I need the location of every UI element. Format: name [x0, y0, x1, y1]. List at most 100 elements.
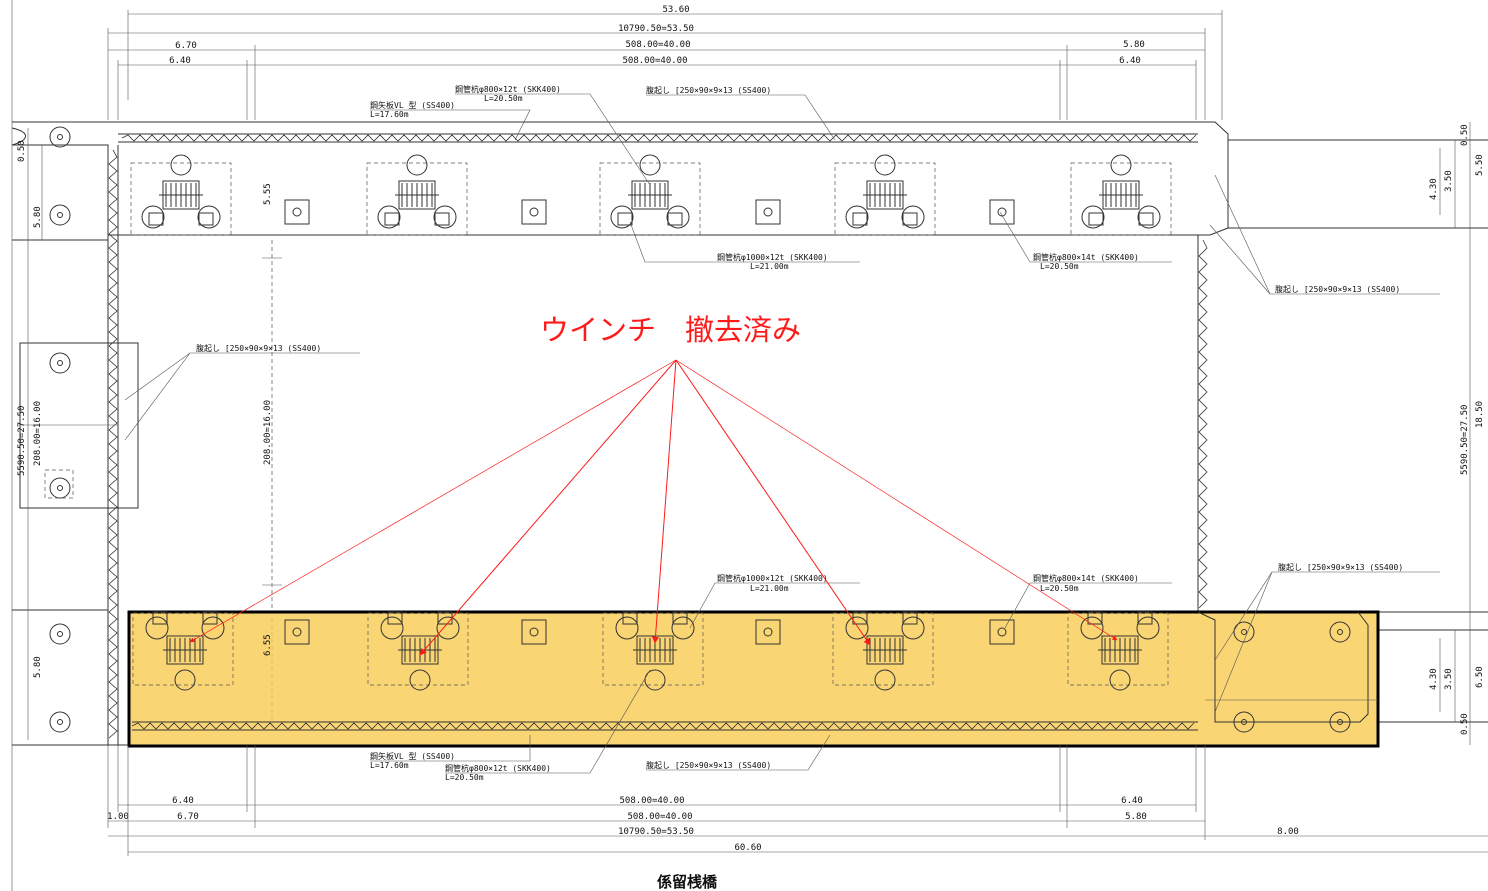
pile-left-5 [49, 623, 71, 645]
dim-r6: 5590.50=27.50 [1460, 405, 1470, 475]
dim-r9: 6.50 [1475, 666, 1485, 688]
pile-bottom-2 [755, 619, 781, 645]
dim-b-span: 10790.50=53.50 [618, 827, 694, 837]
dim-b-left-b: 6.70 [177, 812, 199, 822]
note-pile-low2: 鋼管杭φ800×14t (SKK400) [1033, 573, 1139, 583]
note-pile-low1: 鋼管杭φ1000×12t (SKK400) [717, 573, 828, 583]
dim-inner-v-top: 5.55 [263, 183, 273, 205]
pile-markers [44, 126, 1351, 733]
pile-top-0 [284, 199, 310, 225]
dim-l-mid-b: 208.00=16.00 [33, 401, 43, 466]
dim-span-top: 10790.50=53.50 [618, 24, 694, 34]
dim-l-mid-a: 5590.50=27.50 [17, 406, 27, 476]
winch-top-4 [1070, 154, 1172, 236]
dim-r5: 18.50 [1475, 401, 1485, 428]
dim-b-mid-a: 508.00=40.00 [619, 796, 684, 806]
red-arrow-4 [675, 359, 1118, 641]
drawing-title: 係留桟橋 [657, 873, 718, 891]
pile-left-2 [49, 204, 71, 226]
dim-right-outer-top: 5.80 [1123, 40, 1145, 50]
note-sheet-bottom-len: L=17.60m [370, 761, 409, 770]
note-pile-top-len: L=20.50m [484, 94, 523, 103]
winch-top-0 [130, 154, 232, 236]
dim-l-top-a: 0.50 [17, 140, 27, 162]
dim-r2: 5.50 [1475, 154, 1485, 176]
dim-b-mid-b: 508.00=40.00 [627, 812, 692, 822]
dim-left-inner-top: 6.40 [169, 56, 191, 66]
top-dimensions: 53.60 10790.50=53.50 6.70 508.00=40.00 5… [107, 5, 1223, 120]
note-pile-low2-len: L=20.50m [1040, 584, 1079, 593]
winch-symbols [130, 154, 1172, 691]
dim-r3: 4.30 [1429, 178, 1439, 200]
red-arrow-2 [651, 359, 677, 644]
dim-r7: 4.30 [1429, 668, 1439, 690]
dim-left-outer-top: 6.70 [175, 41, 197, 51]
pile-left-6 [49, 711, 71, 733]
right-dimensions: 0.50 5.50 4.30 3.50 18.50 5590.50=27.50 … [1429, 122, 1485, 745]
red-arrow-3 [675, 359, 871, 646]
highlight-internal [131, 611, 1378, 731]
pile-left-4 [49, 477, 71, 499]
note-wale-right: 腹起し [250×90×9×13 (SS400) [1275, 284, 1400, 294]
pile-bottom-3 [989, 619, 1015, 645]
dim-inner-v-mid: 208.00=16.00 [263, 400, 273, 465]
dim-b-left-a: 6.40 [172, 796, 194, 806]
dim-right-inner-top: 6.40 [1119, 56, 1141, 66]
note-pile-mid2: 鋼管杭φ800×14t (SKK400) [1033, 252, 1139, 262]
note-wale-bottom: 腹起し [250×90×9×13 (SS400) [646, 760, 771, 770]
note-wale-left: 腹起し [250×90×9×13 (SS400) [196, 343, 321, 353]
winch-top-1 [366, 154, 468, 236]
winch-removed-label: ウインチ 撤去済み [540, 313, 801, 347]
note-pile-mid1-len: L=21.00m [750, 262, 789, 271]
note-sheet-top: 鋼矢板VL 型 (SS400) [370, 100, 455, 110]
dim-b-left-outer: 1.00 [107, 812, 129, 822]
dim-mid-outer-top: 508.00=40.00 [625, 40, 690, 50]
pile-left-1 [49, 126, 71, 148]
dim-mid-inner-top: 508.00=40.00 [622, 56, 687, 66]
dim-l-top-b: 5.80 [33, 206, 43, 228]
dim-b-overall: 60.60 [734, 843, 761, 853]
note-wale-right-low: 腹起し [250×90×9×13 (SS400) [1278, 562, 1403, 572]
pile-right-3 [1233, 711, 1255, 733]
dim-inner-v-bottom: 6.55 [263, 634, 273, 656]
dim-l-bottom: 5.80 [33, 656, 43, 678]
note-pile-bottom-len: L=20.50m [445, 773, 484, 782]
left-dimensions: 0.50 5.80 5590.50=27.50 208.00=16.00 5.8… [17, 128, 43, 740]
pile-left-3 [49, 352, 71, 374]
winch-bottom-4 [1067, 611, 1169, 691]
pile-top-3 [989, 199, 1015, 225]
pile-bottom-0 [284, 619, 310, 645]
winch-removed-arrows [189, 359, 1118, 656]
dim-r4: 3.50 [1444, 170, 1454, 192]
dim-b-right-a: 6.40 [1121, 796, 1143, 806]
pile-right-4 [1329, 711, 1351, 733]
note-wale-top: 腹起し [250×90×9×13 (SS400) [646, 85, 771, 95]
winch-bottom-2 [602, 611, 704, 691]
note-pile-mid2-len: L=20.50m [1040, 262, 1079, 271]
dim-b-right-b: 5.80 [1125, 812, 1147, 822]
note-pile-mid1: 鋼管杭φ1000×12t (SKK400) [717, 252, 828, 262]
red-arrow-0 [189, 359, 677, 643]
pile-bottom-1 [521, 619, 547, 645]
pile-top-1 [521, 199, 547, 225]
pile-right-1 [1233, 621, 1255, 643]
note-pile-low1-len: L=21.00m [750, 584, 789, 593]
dim-overall-top: 53.60 [662, 5, 689, 15]
dim-r8: 3.50 [1444, 668, 1454, 690]
winch-top-2 [599, 154, 701, 236]
note-pile-bottom: 鋼管杭φ800×12t (SKK400) [445, 763, 551, 773]
note-sheet-bottom: 鋼矢板VL 型 (SS400) [370, 751, 455, 761]
winch-bottom-3 [832, 611, 934, 691]
red-arrow-1 [419, 359, 677, 656]
notes: 鋼管杭φ800×12t (SKK400) L=20.50m 鋼矢板VL 型 (S… [124, 84, 1440, 782]
bottom-dimensions: 6.40 508.00=40.00 6.40 1.00 6.70 508.00=… [107, 745, 1488, 856]
dim-r10: 0.50 [1460, 713, 1470, 735]
winch-bottom-0 [132, 611, 234, 691]
note-pile-top: 鋼管杭φ800×12t (SKK400) [455, 84, 561, 94]
pile-top-2 [755, 199, 781, 225]
dim-r1: 0.50 [1460, 124, 1470, 146]
winch-top-3 [834, 154, 936, 236]
note-sheet-top-len: L=17.60m [370, 110, 409, 119]
pile-right-2 [1329, 621, 1351, 643]
